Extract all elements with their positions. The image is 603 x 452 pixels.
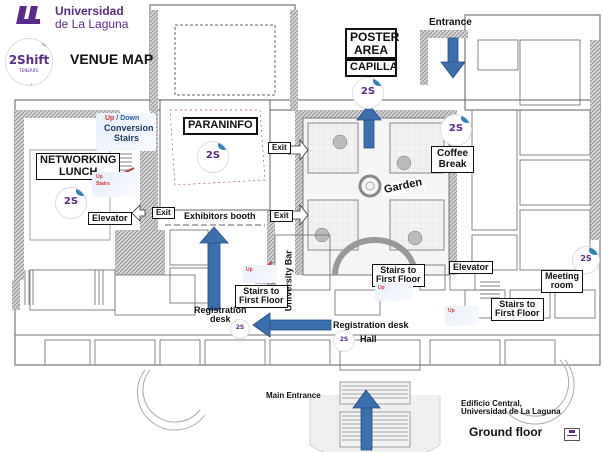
- main-entrance-label: Main Entrance: [266, 391, 321, 400]
- coffee-line2: Break: [438, 158, 467, 170]
- registration-left-line2: desk: [210, 314, 231, 325]
- exit-left-label: Exit: [152, 207, 175, 220]
- ull-stamp-icon: [564, 428, 580, 441]
- logo-subtext: TENERIFE: [19, 68, 39, 73]
- stairs-mid-line2: First Floor: [376, 274, 421, 285]
- capilla-label: CAPILLA: [345, 59, 398, 77]
- 2shift-logo-icon: 2S: [440, 114, 472, 146]
- meeting-line1: Meeting: [545, 271, 580, 281]
- stairs-right-label: Stairs to First Floor: [491, 298, 544, 321]
- paraninfo-label: PARANINFO: [183, 117, 258, 135]
- building-line2: Universidad de La Laguna: [461, 407, 561, 417]
- separator: /: [114, 115, 121, 122]
- conversion-stairs-updown: Up / Down: [105, 115, 139, 122]
- up-stairs-badge: Up: [445, 306, 479, 326]
- registration-left-label: Registration desk: [194, 305, 247, 325]
- down-text: Down: [120, 115, 140, 122]
- 2shift-logo-icon: 2S: [352, 77, 384, 109]
- garden-cloister: [302, 117, 450, 276]
- elevator-right-label: Elevator: [449, 261, 493, 275]
- building-name: Edificio Central, Universidad de La Lagu…: [461, 399, 561, 417]
- arrow-icon-main-entrance-up: [352, 389, 381, 451]
- university-name-line1: Universidad: [55, 4, 124, 18]
- exit-top-label: Exit: [268, 142, 291, 155]
- stairs-left-line1: Stairs to: [243, 286, 280, 296]
- conversion-stairs-line1: Conversion: [104, 123, 154, 133]
- main-entrance-steps: [309, 381, 441, 452]
- exhibitors-booth-label: Exhibitors booth: [184, 211, 256, 221]
- coffee-break-label: Coffee Break: [431, 146, 475, 173]
- ull-logo-icon: [16, 6, 43, 24]
- 2shift-logo-icon: 2S: [572, 246, 600, 274]
- hall-label: Hall: [360, 334, 377, 344]
- stairs-right-line2: First Floor: [495, 308, 540, 319]
- networking-lunch-label: NETWORKING LUNCH: [36, 153, 121, 181]
- floor-label: Ground floor: [469, 425, 543, 439]
- up-stairs-badge: Up: [375, 283, 413, 301]
- poster-area-label: POSTER AREA: [345, 28, 400, 60]
- 2shift-logo-icon: 2S: [230, 319, 250, 339]
- 2shift-logo-icon: 2S: [333, 330, 355, 352]
- registration-right-label: Registration desk: [333, 320, 409, 330]
- east-rooms: [464, 39, 596, 319]
- poster-area-line2: AREA: [353, 42, 388, 57]
- up-stairs-line2: Stairs: [96, 181, 110, 187]
- page-title: VENUE MAP: [70, 51, 154, 67]
- arrow-icon-registration-left: [252, 312, 332, 338]
- elevator-left-label: Elevator: [88, 212, 132, 226]
- rotundas: [137, 359, 575, 431]
- meeting-room-label: Meeting room: [541, 270, 584, 293]
- networking-line2: LUNCH: [58, 165, 98, 178]
- up-stairs-badge: Up: [243, 265, 277, 283]
- arrow-icon-exhibitors-up: [199, 226, 229, 311]
- meeting-line2: room: [550, 280, 574, 291]
- stairs-left-label: Stairs to First Floor: [235, 285, 288, 308]
- exit-bottom-label: Exit: [270, 210, 293, 223]
- 2shift-logo-icon: 2Shift TENERIFE: [5, 38, 53, 86]
- poster-area-line1: POSTER: [350, 30, 400, 44]
- entrance-label: Entrance: [429, 17, 472, 28]
- registration-left-line1: Registration: [194, 305, 247, 315]
- up-stairs-line1: Up: [96, 174, 103, 180]
- 2shift-logo-icon: 2S: [197, 141, 229, 173]
- networking-line1: NETWORKING: [40, 154, 117, 166]
- arrow-icon-poster-up: [356, 103, 382, 149]
- stairs-mid-line1: Stairs to: [380, 265, 417, 275]
- up-stairs-badge: Up Stairs: [92, 172, 138, 197]
- stairs-right-line1: Stairs to: [499, 299, 536, 309]
- direction-arrows: [199, 37, 466, 451]
- conversion-stairs-badge: Up / Down Conversion Stairs: [96, 113, 156, 151]
- up-text: Up: [105, 115, 115, 122]
- university-name-line2: de La Laguna: [55, 17, 129, 31]
- 2shift-logo-icon: 2S: [55, 187, 87, 219]
- conversion-stairs-line2: Stairs: [114, 133, 140, 143]
- coffee-line1: Coffee: [437, 148, 469, 159]
- stairs-left-line2: First Floor: [239, 295, 284, 306]
- south-rooms: [15, 334, 600, 371]
- building-line1: Edificio Central,: [461, 399, 522, 408]
- arrow-icon-entrance-down: [440, 37, 466, 79]
- logo-text: 2Shift: [8, 53, 50, 67]
